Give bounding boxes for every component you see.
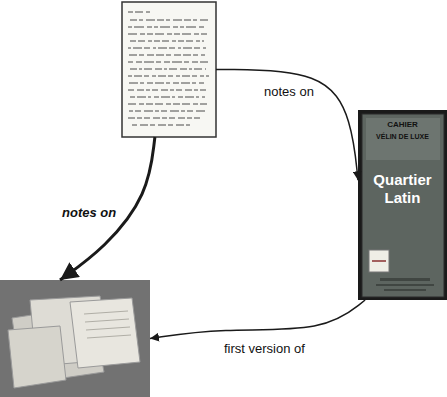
handwriting-line	[128, 27, 206, 28]
papers-photo	[0, 280, 150, 397]
small-print	[384, 289, 426, 291]
photo-background	[358, 110, 447, 300]
arrow-connector	[150, 300, 365, 339]
cover-title: Quartier Latin	[371, 171, 435, 207]
handwriting-line	[128, 90, 207, 91]
handwriting-line	[129, 111, 206, 112]
paper-lines	[84, 311, 128, 314]
handwriting-line	[128, 34, 209, 35]
manuscript-page	[122, 2, 216, 137]
handwriting-line	[128, 12, 150, 13]
paper-lines	[86, 327, 130, 330]
shelf-label	[369, 250, 389, 272]
shelf-label-ink	[372, 260, 386, 262]
cover-label-area	[366, 118, 440, 160]
small-print	[376, 284, 434, 286]
paper-sheet	[70, 298, 140, 368]
handwriting-line	[128, 104, 208, 105]
edge-label: notes on	[262, 84, 316, 99]
manuscript-photo	[122, 2, 216, 137]
cover-text: CAHIER	[366, 120, 439, 130]
handwriting-line	[128, 76, 209, 77]
handwriting	[128, 12, 209, 125]
edge-label: first version of	[222, 341, 307, 356]
handwriting-line	[130, 97, 205, 98]
paper-sheet	[8, 326, 66, 388]
handwriting-line	[130, 20, 208, 21]
handwriting-line	[128, 118, 203, 119]
handwriting-line	[128, 62, 208, 63]
edge-label: notes on	[60, 205, 118, 220]
arrow-connector	[216, 70, 358, 181]
paper-lines	[85, 319, 129, 322]
notebook-cover	[362, 114, 444, 297]
handwriting-line	[129, 55, 205, 56]
notebook-photo: CAHIER VÉLIN DE LUXE Quartier Latin	[358, 110, 447, 300]
arrow-connector	[60, 137, 155, 280]
handwriting-line	[132, 125, 190, 126]
handwriting-line	[128, 48, 207, 49]
handwriting-line	[129, 83, 204, 84]
handwriting-line	[130, 69, 206, 70]
cover-text: VÉLIN DE LUXE	[366, 132, 439, 141]
photo-background	[0, 280, 150, 397]
paper-lines	[87, 335, 131, 338]
handwriting-line	[130, 41, 204, 42]
small-print	[380, 278, 430, 281]
